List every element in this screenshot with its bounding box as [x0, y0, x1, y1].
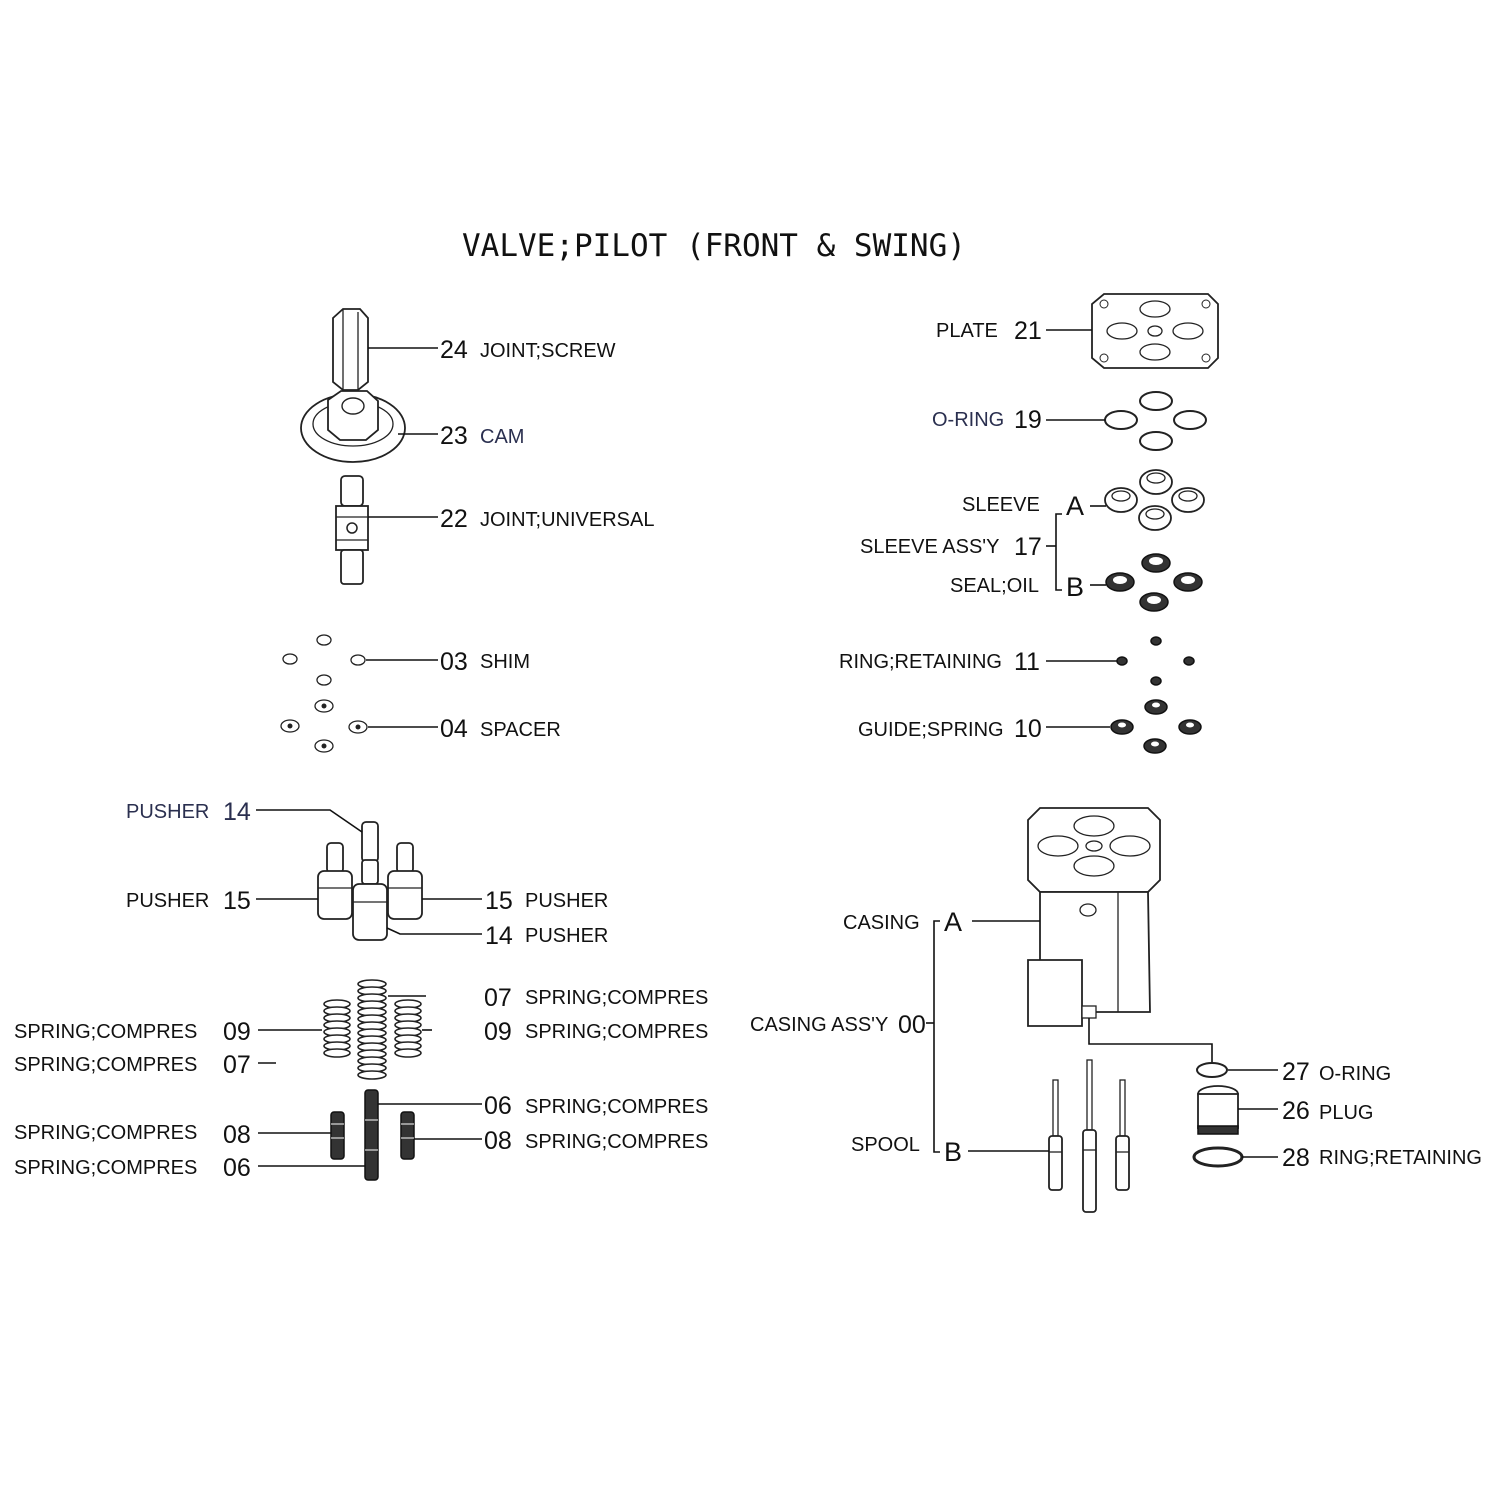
sleeve-parts — [1104, 469, 1205, 531]
part-label: PLATE — [936, 320, 998, 342]
part-number: 17 — [1014, 533, 1042, 561]
part-label: SPRING;COMPRES — [14, 1122, 197, 1144]
part-label: SEAL;OIL — [950, 575, 1039, 597]
part-label: SPRING;COMPRES — [14, 1054, 197, 1076]
callout-letter: B — [1066, 572, 1084, 602]
part-label: SLEEVE — [962, 494, 1040, 516]
shim-parts — [282, 634, 366, 686]
part-number: 24 — [440, 336, 468, 364]
part-number: 04 — [440, 715, 468, 743]
part-number: 09 — [484, 1018, 512, 1046]
part-label: SPRING;COMPRES — [525, 1021, 708, 1043]
diagram-title: VALVE;PILOT (FRONT & SWING) — [462, 228, 966, 264]
part-number: 22 — [440, 505, 468, 533]
pusher-parts — [317, 821, 423, 941]
cam-part — [300, 390, 406, 463]
bracket-line — [1055, 513, 1062, 591]
callout-letter: B — [944, 1137, 962, 1167]
part-number: 23 — [440, 422, 468, 450]
retaining-ring-parts — [1116, 636, 1195, 686]
part-number: 10 — [1014, 715, 1042, 743]
part-label: PLUG — [1319, 1102, 1373, 1124]
part-number: 15 — [223, 887, 251, 915]
part-number: 08 — [484, 1127, 512, 1155]
part-label: PUSHER — [126, 801, 209, 823]
spacer-parts — [280, 699, 368, 753]
part-label: PUSHER — [126, 890, 209, 912]
part-number: 00 — [898, 1011, 926, 1039]
part-number: 14 — [223, 798, 251, 826]
spring-coil — [357, 1070, 387, 1080]
leader-line — [1088, 1018, 1213, 1062]
callout-letter: A — [1066, 491, 1084, 521]
part-label: CASING ASS'Y — [750, 1014, 888, 1036]
spring-guide-parts — [1110, 699, 1202, 754]
coil-springs-inner — [330, 1089, 415, 1181]
coil-springs-outer — [323, 979, 422, 1080]
part-label: PUSHER — [525, 925, 608, 947]
part-number: 26 — [1282, 1097, 1310, 1125]
leader-line — [256, 809, 363, 833]
part-number: 27 — [1282, 1058, 1310, 1086]
part-label: CASING — [843, 912, 920, 934]
part-number: 06 — [223, 1154, 251, 1182]
plate-part — [1091, 293, 1219, 369]
part-label: SPOOL — [851, 1134, 920, 1156]
part-number: 21 — [1014, 317, 1042, 345]
part-label: SPRING;COMPRES — [14, 1021, 197, 1043]
part-number: 07 — [223, 1051, 251, 1079]
part-label: SLEEVE ASS'Y — [860, 536, 999, 558]
part-number: 19 — [1014, 406, 1042, 434]
universal-joint-part — [335, 475, 369, 585]
leader-line — [386, 927, 482, 935]
part-label: O-RING — [932, 409, 1004, 431]
bracket-line — [933, 920, 940, 1153]
part-number: 06 — [484, 1092, 512, 1120]
part-number: 07 — [484, 984, 512, 1012]
part-label: SHIM — [480, 651, 530, 673]
spool-parts — [1048, 1059, 1130, 1213]
part-label: CAM — [480, 426, 524, 448]
casing-part — [1027, 807, 1161, 1027]
part-label: JOINT;SCREW — [480, 340, 616, 362]
part-label: SPRING;COMPRES — [525, 1096, 708, 1118]
part-number: 08 — [223, 1121, 251, 1149]
part-number: 03 — [440, 648, 468, 676]
spring-coil — [394, 1048, 422, 1058]
callout-letter: A — [944, 907, 962, 937]
part-number: 15 — [485, 887, 513, 915]
part-label: SPRING;COMPRES — [525, 1131, 708, 1153]
part-number: 09 — [223, 1018, 251, 1046]
o-ring-parts — [1104, 391, 1207, 451]
part-label: JOINT;UNIVERSAL — [480, 509, 654, 531]
oil-seal-parts — [1105, 553, 1203, 612]
part-label: O-RING — [1319, 1063, 1391, 1085]
joint-screw-part — [332, 308, 369, 391]
part-label: SPACER — [480, 719, 561, 741]
part-label: PUSHER — [525, 890, 608, 912]
part-label: SPRING;COMPRES — [525, 987, 708, 1009]
part-number: 28 — [1282, 1144, 1310, 1172]
plug-parts — [1192, 1062, 1244, 1168]
spring-coil — [323, 1048, 351, 1058]
part-label: SPRING;COMPRES — [14, 1157, 197, 1179]
part-label: RING;RETAINING — [839, 651, 1002, 673]
part-number: 14 — [485, 922, 513, 950]
part-label: RING;RETAINING — [1319, 1147, 1482, 1169]
part-number: 11 — [1014, 648, 1040, 676]
part-label: GUIDE;SPRING — [858, 719, 1004, 741]
